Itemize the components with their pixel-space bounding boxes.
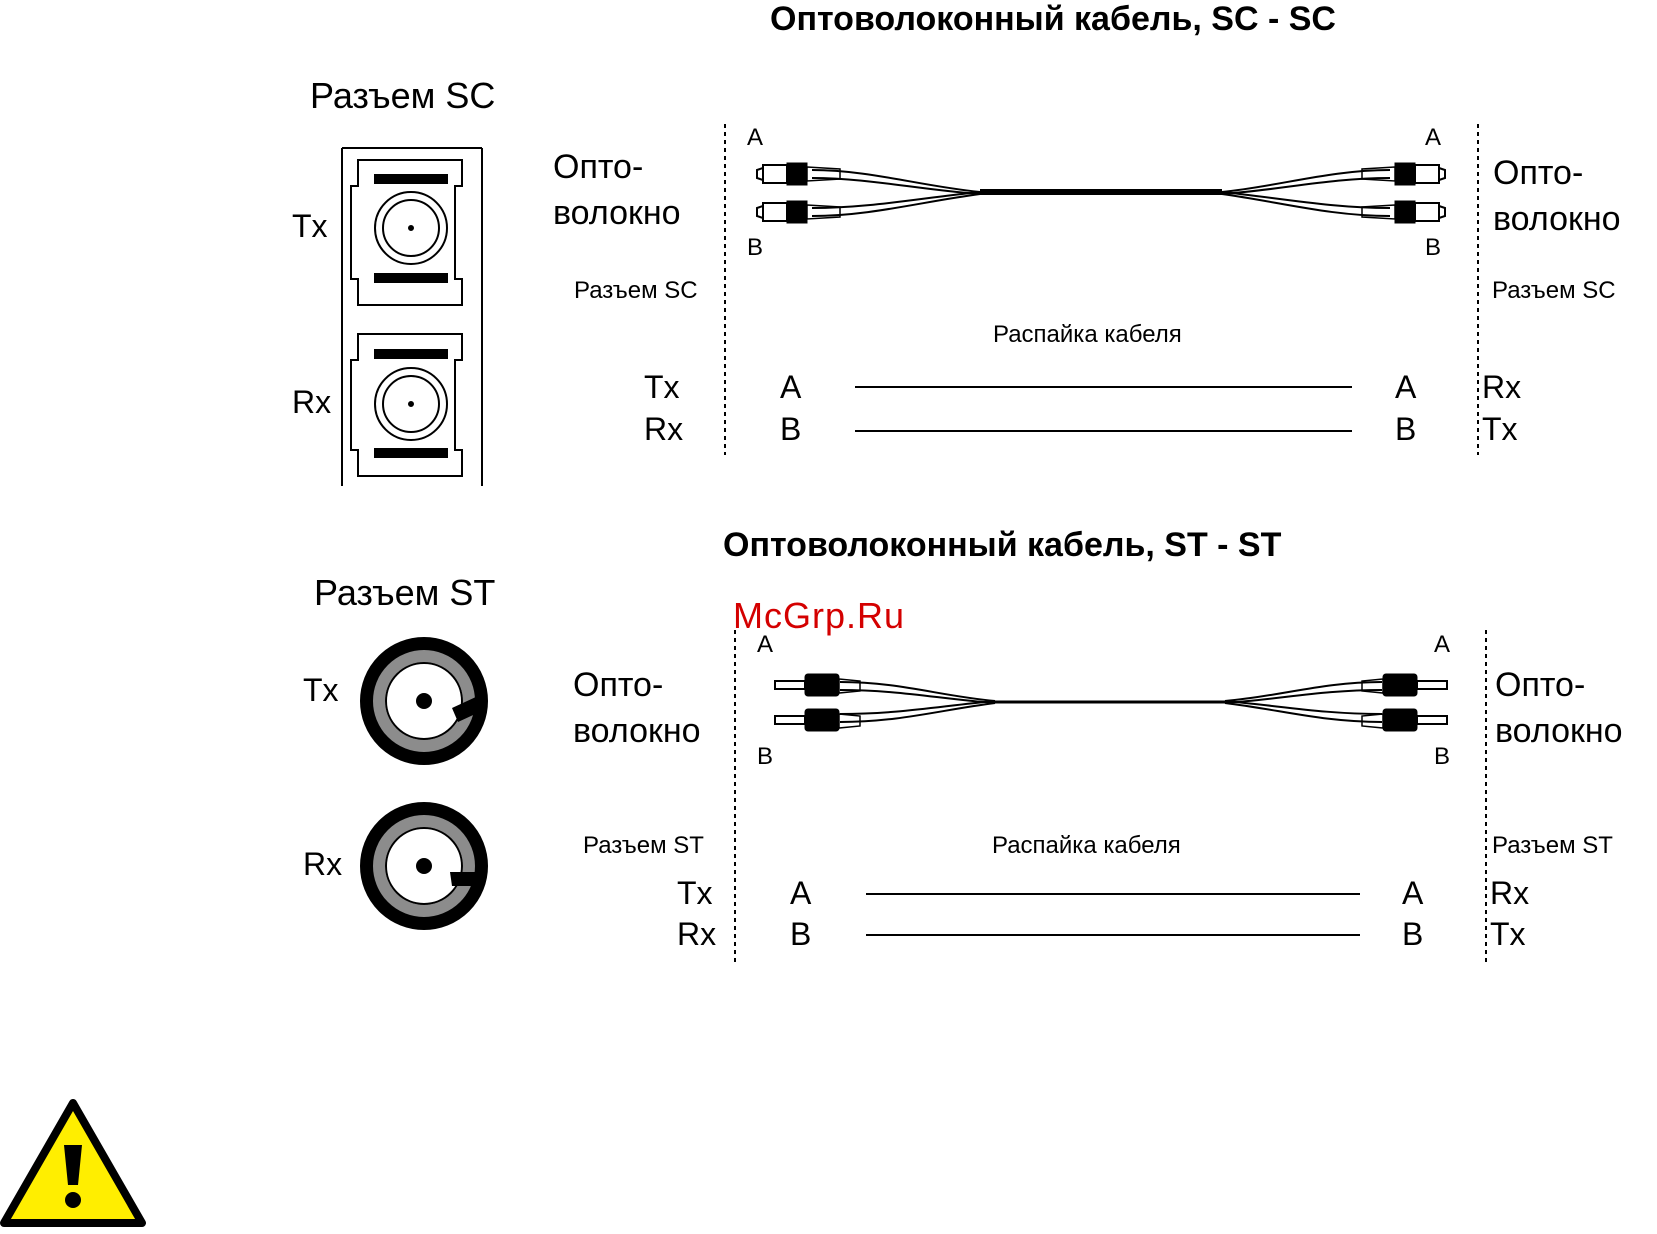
st-pinout-row1-right-pin: A	[1402, 877, 1423, 909]
st-right-connector-label: Разъем ST	[1492, 834, 1613, 858]
st-right-end-b: B	[1434, 745, 1450, 769]
st-right-fiber-line1: Опто-	[1495, 663, 1623, 709]
st-pinout-row1-left-pin: A	[790, 877, 811, 909]
st-pinout-row2-right-pin: B	[1402, 918, 1423, 950]
st-pinout-row1-left-signal: Tx	[677, 877, 713, 909]
sc-right-fiber-label: Опто- волокно	[1493, 151, 1621, 243]
sc-pinout-row1-right-signal: Rx	[1482, 371, 1521, 403]
sc-pinout-row1-left-pin: A	[780, 371, 801, 403]
sc-pinout-row1-left-signal: Tx	[644, 371, 680, 403]
st-left-connector-label: Разъем ST	[583, 834, 704, 858]
sc-left-end-a: A	[747, 126, 763, 150]
sc-pinout-row1-right-pin: A	[1395, 371, 1416, 403]
sc-left-fiber-label: Опто- волокно	[553, 145, 681, 237]
sc-pinout-row2-right-signal: Tx	[1482, 413, 1518, 445]
st-left-end-b: B	[757, 745, 773, 769]
sc-connector-drawing	[342, 148, 482, 486]
sc-connector-rx-label: Rx	[292, 386, 331, 418]
st-left-end-a: A	[757, 633, 773, 657]
st-right-fiber-line2: волокно	[1495, 709, 1623, 755]
st-pinout-row2-right-signal: Tx	[1490, 918, 1526, 950]
st-pinout-row2-left-signal: Rx	[677, 918, 716, 950]
sc-pinout-title: Распайка кабеля	[993, 323, 1182, 347]
st-connector-tx	[367, 644, 484, 758]
sc-cable-title: Оптоволоконный кабель, SC - SC	[770, 2, 1336, 36]
st-connector-title: Разъем ST	[314, 575, 495, 611]
sc-right-fiber-line2: волокно	[1493, 197, 1621, 243]
st-cable-title: Оптоволоконный кабель, ST - ST	[723, 528, 1281, 562]
st-connector-tx-label: Tx	[303, 674, 339, 706]
sc-left-connector-label: Разъем SC	[574, 279, 698, 303]
sc-cable-drawing	[757, 163, 1445, 223]
st-pinout-title: Распайка кабеля	[992, 834, 1181, 858]
sc-right-end-a: A	[1425, 126, 1441, 150]
sc-pinout-row2-right-pin: B	[1395, 413, 1416, 445]
sc-pinout-row2-left-pin: B	[780, 413, 801, 445]
st-right-end-a: A	[1434, 633, 1450, 657]
sc-connector-tx-label: Tx	[292, 210, 328, 242]
st-pinout-row2-left-pin: B	[790, 918, 811, 950]
sc-left-fiber-line2: волокно	[553, 191, 681, 237]
st-connector-rx	[367, 809, 481, 923]
st-left-fiber-label: Опто- волокно	[573, 663, 701, 755]
st-pinout-row1-right-signal: Rx	[1490, 877, 1529, 909]
warning-triangle-icon	[4, 1103, 142, 1223]
sc-right-end-b: B	[1425, 236, 1441, 260]
sc-left-fiber-line1: Опто-	[553, 145, 681, 191]
sc-connector-title: Разъем SC	[310, 78, 495, 114]
st-left-fiber-line1: Опто-	[573, 663, 701, 709]
sc-pinout-row2-left-signal: Rx	[644, 413, 683, 445]
st-cable-drawing	[775, 674, 1447, 731]
st-connector-rx-label: Rx	[303, 848, 342, 880]
st-left-fiber-line2: волокно	[573, 709, 701, 755]
st-right-fiber-label: Опто- волокно	[1495, 663, 1623, 755]
watermark-text: McGrp.Ru	[733, 598, 905, 634]
sc-right-connector-label: Разъем SC	[1492, 279, 1616, 303]
sc-right-fiber-line1: Опто-	[1493, 151, 1621, 197]
sc-left-end-b: B	[747, 236, 763, 260]
